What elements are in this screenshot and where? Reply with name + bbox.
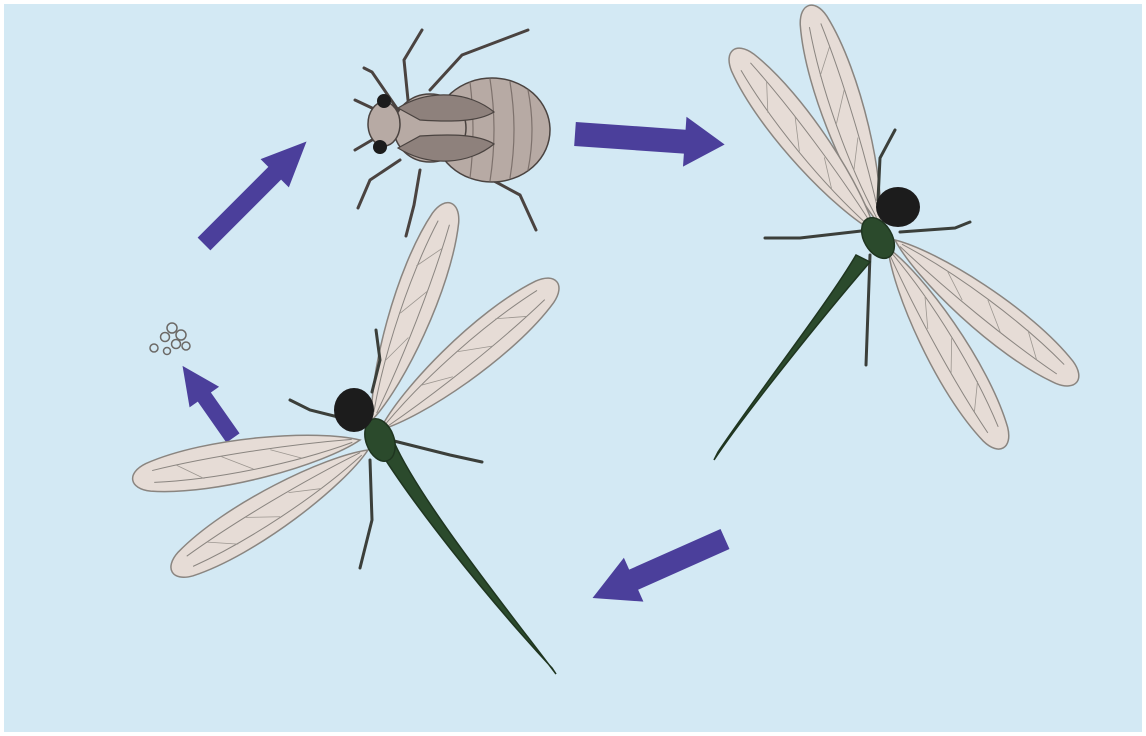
life-cycle-diagram	[0, 0, 1146, 736]
